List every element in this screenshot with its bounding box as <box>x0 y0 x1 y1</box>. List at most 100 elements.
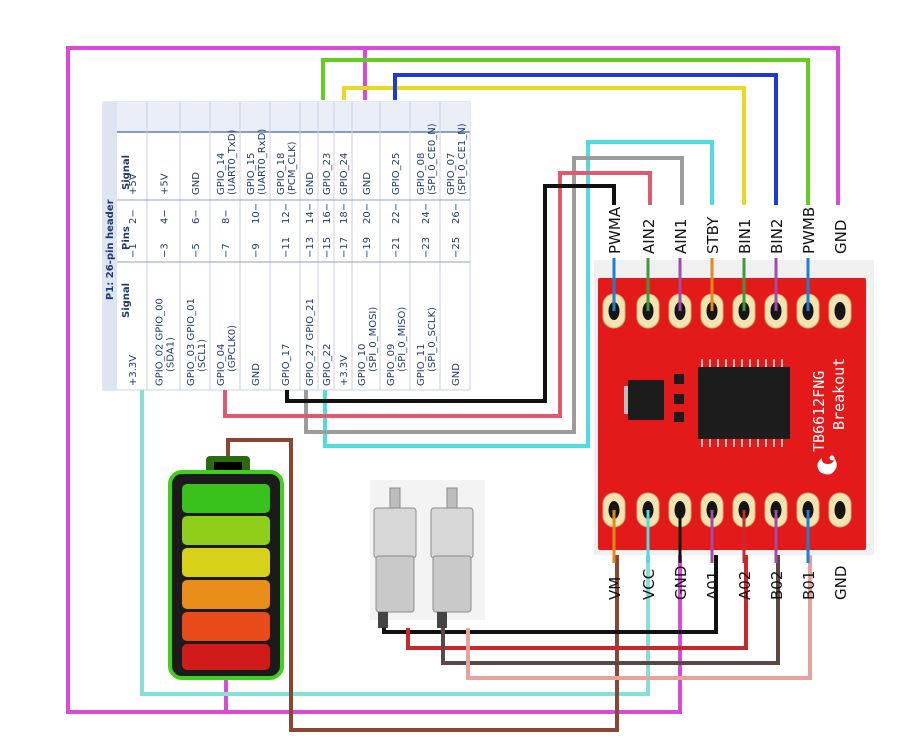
header-title: P1: 26-pin header <box>105 199 116 300</box>
battery-icon <box>168 456 284 680</box>
header-row-left-signal: GPIO_27 GPIO_21 <box>305 298 316 386</box>
gpio-header-table: P1: 26-pin header Signal Pins Signal +3.… <box>102 101 471 391</box>
header-row-left-signal: GPIO_10 <box>357 344 368 386</box>
top-pin-label: GND <box>832 220 850 254</box>
header-row-pin-even: 4− <box>160 209 171 224</box>
bottom-pin-label: A02 <box>736 571 754 600</box>
header-row-pin-even: 22− <box>391 203 402 224</box>
top-pin-label: PWMA <box>606 206 624 254</box>
header-row-left-detail: (SPI_0_MISO) <box>397 307 408 372</box>
header-row-right-signal: GPIO_24 <box>339 153 350 195</box>
header-row-right-signal: GND <box>191 172 202 195</box>
header-row-pin-even: 6− <box>191 209 202 224</box>
header-row-left-signal: +3.3V <box>128 355 139 386</box>
bottom-pin-label: B01 <box>800 571 818 600</box>
header-row-right-signal: GND <box>305 172 316 195</box>
wire-pink-ain2 <box>223 171 652 418</box>
header-row-pin-even: 16− <box>322 203 333 224</box>
header-row-pin-even: 24− <box>421 203 432 224</box>
header-row-right-signal: +5V <box>128 173 139 195</box>
header-row-left-signal: GPIO_11 <box>416 344 427 386</box>
header-row-left-signal: GPIO_02 GPIO_00 <box>155 298 166 386</box>
header-row-left-signal: GPIO_04 <box>216 344 227 386</box>
header-col-pins: Pins <box>121 226 132 250</box>
header-row-left-detail: (SPI_0_MOSI) <box>368 307 379 372</box>
wire-blue <box>393 73 778 205</box>
bottom-pad-hole <box>834 501 846 519</box>
gear-motor-icon <box>370 480 485 628</box>
header-row-right-signal: GPIO_14 <box>216 153 227 195</box>
header-col-signal-left: Signal <box>121 283 132 318</box>
header-row-pin-odd: −11 <box>281 237 292 258</box>
header-row-left-signal: GND <box>451 363 462 386</box>
top-pads <box>602 258 852 329</box>
bottom-pin-label: VCC <box>640 569 658 600</box>
header-row-pin-odd: −7 <box>221 243 232 258</box>
header-row-right-detail: (SPI_0_CE1_N) <box>457 123 468 195</box>
header-rows: +3.3V −1 2− +5V GPIO_02 GPIO_00(SDA1) −3 4− +5V… <box>128 123 468 386</box>
header-row-left-detail: (SPI_0_SCLK) <box>427 307 438 372</box>
header-row-right-signal: GPIO_08 <box>416 153 427 195</box>
wire-black-pwma <box>285 184 616 403</box>
bottom-pads <box>602 492 852 563</box>
header-row-right-signal: GPIO_18 <box>276 153 287 195</box>
top-pin-label: BIN2 <box>768 219 786 254</box>
header-row-pin-odd: −19 <box>362 237 373 258</box>
wire-salmon-b01 <box>466 545 812 680</box>
wire-darkbrown-b02 <box>441 545 780 665</box>
header-row-pin-even: 8− <box>221 209 232 224</box>
sparkfun-flame-icon <box>817 455 837 475</box>
bottom-pin-label: B02 <box>768 571 786 600</box>
wire-black-a01 <box>382 545 718 634</box>
board-subtitle: Breakout <box>830 358 848 430</box>
wire-brown-vm <box>226 438 619 732</box>
header-row-pin-even: 14− <box>305 203 316 224</box>
header-row-left-signal: GPIO_22 <box>322 344 333 386</box>
header-row-right-detail: (PCM_CLK) <box>287 141 298 195</box>
header-row-pin-even: 18− <box>339 203 350 224</box>
header-row-right-signal: GPIO_15 <box>246 153 257 195</box>
header-row-pin-odd: −5 <box>191 243 202 258</box>
header-row-pin-even: 2− <box>128 209 139 224</box>
header-row-right-signal: GPIO_07 <box>446 153 457 195</box>
header-row-pin-odd: −25 <box>451 237 462 258</box>
header-row-pin-odd: −3 <box>160 243 171 258</box>
header-row-pin-odd: −23 <box>421 237 432 258</box>
bottom-pin-label: A01 <box>704 571 722 600</box>
top-pin-label: AIN2 <box>640 219 658 254</box>
header-row-pin-odd: −9 <box>251 243 262 258</box>
header-row-pin-even: 26− <box>451 203 462 224</box>
top-pin-label: BIN1 <box>736 219 754 254</box>
header-row-pin-even: 10− <box>251 203 262 224</box>
bottom-pin-label: VM <box>606 577 624 600</box>
header-row-left-signal: GPIO_03 GPIO_01 <box>186 298 197 386</box>
header-row-pin-odd: −1 <box>128 243 139 258</box>
header-row-right-signal: +5V <box>160 173 171 195</box>
header-row-left-detail: (SDA1) <box>166 337 177 372</box>
board-name: TB6612FNG <box>810 371 828 452</box>
header-row-pin-even: 20− <box>362 203 373 224</box>
header-row-right-detail: (SPI_0_CE0_N) <box>427 123 438 195</box>
header-row-right-signal: GPIO_25 <box>391 153 402 195</box>
header-row-right-signal: GND <box>362 172 373 195</box>
top-pin-label: AIN1 <box>672 219 690 254</box>
header-row-left-signal: +3.3V <box>339 355 350 386</box>
wire-red-a02 <box>406 545 748 650</box>
header-row-right-signal: GPIO_23 <box>322 153 333 195</box>
wire-cyan-stby <box>323 140 714 448</box>
wire-lightcyan-vcc <box>140 390 650 696</box>
bottom-pin-label: GND <box>672 566 690 600</box>
header-row-pin-even: 12− <box>281 203 292 224</box>
wire-gray-ain1 <box>304 156 684 434</box>
header-row-left-detail: (SCL1) <box>197 339 208 372</box>
top-pin-label: STBY <box>704 216 722 254</box>
header-row-right-detail: (UART0_RxD) <box>257 129 268 195</box>
wire-yellow <box>342 86 746 205</box>
header-row-pin-odd: −21 <box>391 237 402 258</box>
header-row-right-detail: (UART0_TxD) <box>227 130 238 195</box>
header-row-left-signal: GPIO_17 <box>281 344 292 386</box>
